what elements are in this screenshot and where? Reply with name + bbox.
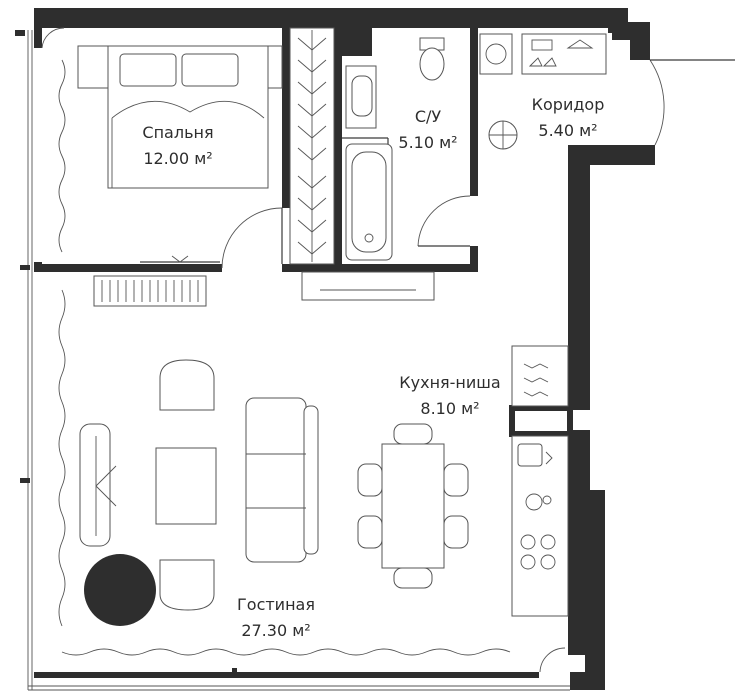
bottom-door-arc — [539, 647, 566, 673]
kitchen-upper-block — [511, 345, 569, 407]
round-table — [84, 554, 156, 626]
dining-chair-top — [393, 423, 433, 445]
tv-console-mark — [95, 436, 117, 536]
armchair-bottom — [159, 559, 215, 611]
window-mark-4 — [232, 668, 237, 678]
bottom-right-wall — [570, 672, 605, 690]
coat-rack — [521, 33, 607, 75]
kitchen-right-wall — [568, 355, 590, 410]
cup — [542, 495, 552, 505]
top-wall — [40, 8, 625, 28]
left-wall-mid — [34, 262, 42, 272]
bottom-wall — [34, 672, 539, 678]
kitchen-furniture — [511, 345, 569, 617]
living-furniture — [79, 271, 469, 626]
kitchen-right-wall-2 — [568, 430, 590, 490]
hob-ring-4 — [540, 554, 556, 570]
bedroom-name: Спальня — [142, 123, 213, 142]
bathroom-fixtures — [345, 37, 445, 261]
window-mark-2 — [20, 265, 30, 270]
hanger-icon — [566, 39, 594, 49]
bedroom-living-wall — [40, 264, 222, 272]
bathroom-name: С/У — [415, 107, 442, 126]
hall-cabinet — [301, 271, 435, 301]
outer-walls — [15, 8, 655, 691]
kettle — [525, 493, 543, 511]
bedroom-area: 12.00 м² — [143, 149, 212, 168]
hob-ring-1 — [520, 534, 536, 550]
hob-ring-3 — [520, 554, 536, 570]
tv-console — [79, 423, 111, 547]
wardrobe-wall — [334, 28, 342, 268]
dining-chair-bottom — [393, 567, 433, 589]
shoes-icon — [528, 57, 557, 67]
living-curtain-bottom — [61, 648, 511, 656]
bedroom-furniture — [77, 27, 335, 307]
doors — [41, 27, 735, 673]
window-door-arc — [41, 27, 65, 49]
bedroom-door-arc — [221, 207, 283, 269]
bathtub-drain — [364, 233, 374, 243]
window-mark-1 — [15, 30, 25, 36]
kitchen-column — [509, 405, 573, 437]
toilet-bowl — [419, 47, 445, 81]
bedroom-curtain — [58, 59, 66, 253]
hangers — [297, 30, 327, 262]
room-labels: Спальня 12.00 м² С/У 5.10 м² Коридор 5.4… — [142, 95, 604, 640]
corridor-right-wall — [568, 145, 655, 355]
bedroom-right-wall — [282, 28, 290, 208]
kitchen-sink — [517, 443, 543, 467]
nightstand-left — [77, 45, 109, 89]
washing-machine — [479, 33, 513, 75]
washbasin — [351, 75, 373, 117]
nightstand-right — [267, 45, 283, 89]
pillow-right — [181, 53, 239, 87]
living-area: 27.30 м² — [241, 621, 310, 640]
bathroom-area: 5.10 м² — [398, 133, 457, 152]
bath-living-wall — [282, 264, 478, 272]
dining-chair-right-1 — [443, 463, 469, 497]
washing-machine-drum — [485, 43, 507, 65]
bathroom-right-wall — [470, 28, 478, 196]
kitchen-name: Кухня-ниша — [399, 373, 500, 392]
radiator-fins — [101, 280, 199, 302]
tv-mark — [171, 255, 189, 263]
coffee-table — [155, 447, 217, 525]
bathtub-inner — [351, 151, 387, 253]
bath-top-block — [342, 28, 372, 56]
right-wall-bottom — [568, 490, 605, 690]
dining-table — [381, 443, 445, 569]
sofa-back — [303, 405, 319, 555]
corridor-area: 5.40 м² — [538, 121, 597, 140]
dining-chair-right-2 — [443, 515, 469, 549]
corridor-furniture — [479, 33, 607, 150]
curtains — [58, 59, 511, 656]
bag-icon — [531, 39, 553, 51]
corridor-top-wall — [612, 22, 650, 60]
window-mark-3 — [20, 478, 30, 483]
dining-chair-left-1 — [357, 463, 383, 497]
sofa — [245, 397, 307, 563]
bathroom-right-wall-low — [470, 246, 478, 268]
faucet — [545, 451, 553, 465]
hood-vent — [523, 363, 549, 397]
hob-ring-2 — [540, 534, 556, 550]
living-curtain-left — [58, 289, 66, 627]
armchair-top — [159, 359, 215, 411]
living-name: Гостиная — [237, 595, 315, 614]
kitchen-area: 8.10 м² — [420, 399, 479, 418]
blanket-fold — [111, 100, 265, 119]
dining-chair-left-2 — [357, 515, 383, 549]
pillow-left — [119, 53, 177, 87]
interior-walls — [40, 28, 573, 437]
bathroom-door-arc — [417, 195, 471, 247]
entrance-door-arc — [649, 59, 665, 146]
left-wall-top — [34, 8, 42, 48]
corridor-name: Коридор — [532, 95, 605, 114]
